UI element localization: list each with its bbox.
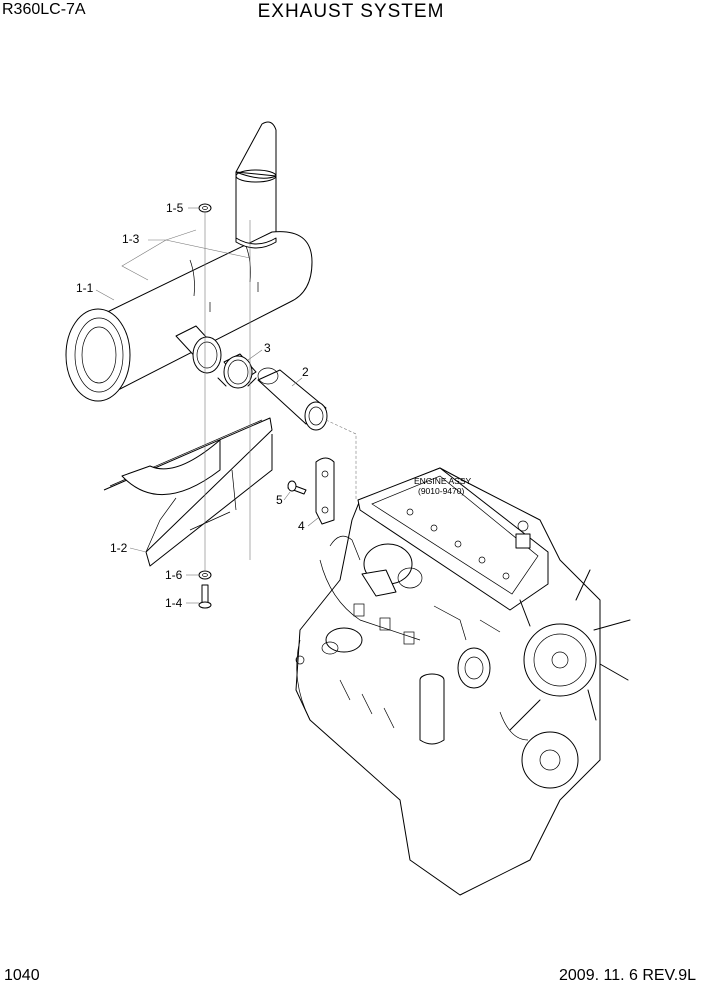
engine-assy-label: ENGINE ASSY bbox=[414, 476, 471, 486]
washer-part-1-6 bbox=[198, 570, 212, 580]
revision-date: 2009. 11. 6 REV.9L bbox=[559, 967, 696, 984]
engine-assy-code: (9010-9470) bbox=[418, 486, 464, 496]
leader-lines bbox=[95, 207, 357, 604]
pipe-part-2 bbox=[257, 367, 328, 431]
callout-5: 5 bbox=[276, 493, 283, 507]
bolt-part-5 bbox=[287, 480, 307, 495]
callout-1-3: 1-3 bbox=[122, 232, 140, 246]
muffler-part-1-1 bbox=[65, 121, 313, 402]
clamp-part-3 bbox=[217, 353, 257, 389]
bracket-part-1-2 bbox=[103, 417, 273, 567]
callout-4: 4 bbox=[298, 519, 305, 533]
bracket-part-4 bbox=[315, 457, 335, 525]
bolt-part-1-4 bbox=[198, 584, 212, 609]
callout-2: 2 bbox=[302, 365, 309, 379]
engine-assembly bbox=[295, 467, 631, 896]
page-title: EXHAUST SYSTEM bbox=[257, 1, 445, 22]
callout-3: 3 bbox=[264, 341, 271, 355]
callout-1-6: 1-6 bbox=[165, 568, 183, 582]
page-number: 1040 bbox=[4, 967, 40, 984]
model-code: R360LC-7A bbox=[2, 1, 86, 18]
callout-1-5: 1-5 bbox=[166, 201, 184, 215]
callout-1-4: 1-4 bbox=[165, 596, 183, 610]
callout-1-2: 1-2 bbox=[110, 541, 128, 555]
callout-1-1: 1-1 bbox=[76, 281, 94, 295]
nut-part-1-5 bbox=[198, 203, 212, 213]
